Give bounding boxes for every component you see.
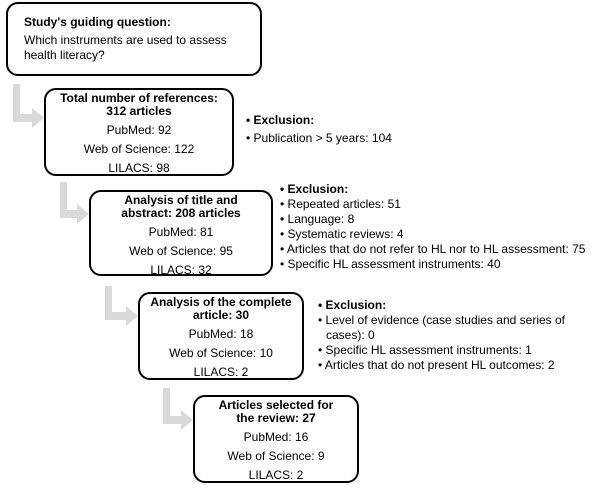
selected-articles-count: the review: 27 [236, 411, 316, 425]
exclusion-item: • Articles that do not refer to HL nor t… [280, 242, 586, 256]
source-web-of-science: Web of Science: 95 [129, 244, 233, 258]
selected-articles-box: Articles selected for the review: 27 Pub… [193, 395, 359, 483]
guiding-question-line: Which instruments are used to assess [24, 33, 227, 47]
title-abstract-analysis-box: Analysis of title and abstract: 208 arti… [89, 190, 273, 277]
exclusion-item: • Systematic reviews: 4 [280, 227, 404, 241]
source-lilacs: LILACS: 98 [108, 161, 170, 175]
exclusion-item: • Articles that do not present HL outcom… [318, 358, 555, 372]
guiding-question-title: Study's guiding question: [24, 15, 171, 29]
total-references-count: 312 articles [106, 104, 172, 118]
source-lilacs: LILACS: 32 [150, 263, 212, 277]
source-web-of-science: Web of Science: 10 [169, 346, 273, 360]
exclusion-heading: • Exclusion: [246, 113, 315, 127]
exclusion-list-2: • Exclusion: • Repeated articles: 51 • L… [280, 182, 598, 272]
complete-article-count: article: 30 [192, 308, 250, 322]
exclusion-list-3: • Exclusion: • Level of evidence (case s… [318, 298, 588, 373]
exclusion-item: • Repeated articles: 51 [280, 197, 401, 211]
exclusion-item: • Language: 8 [280, 212, 355, 226]
source-lilacs: LILACS: 2 [248, 468, 304, 482]
flow-arrow-1 [13, 84, 44, 128]
flow-arrow-4 [163, 388, 193, 430]
source-pubmed: PubMed: 16 [243, 430, 309, 444]
exclusion-heading: • Exclusion: [318, 298, 387, 312]
total-references-title: Total number of references: [60, 91, 218, 105]
source-web-of-science: Web of Science: 122 [83, 142, 195, 156]
source-pubmed: PubMed: 81 [148, 225, 214, 239]
exclusion-item: • Specific HL assessment instruments: 1 [318, 343, 532, 357]
complete-article-analysis-box: Analysis of the complete article: 30 Pub… [138, 292, 304, 380]
guiding-question-line: health literacy? [24, 48, 105, 62]
source-pubmed: PubMed: 18 [188, 327, 254, 341]
source-pubmed: PubMed: 92 [106, 123, 172, 137]
exclusion-item: • Level of evidence (case studies and se… [318, 313, 566, 342]
exclusion-heading: • Exclusion: [280, 182, 349, 196]
exclusion-item: • Specific HL assessment instruments: 40 [280, 257, 501, 271]
exclusion-list-1: • Exclusion: • Publication > 5 years: 10… [246, 111, 466, 147]
total-references-box: Total number of references: 312 articles… [44, 88, 234, 176]
exclusion-item: • Publication > 5 years: 104 [246, 131, 392, 145]
guiding-question-box: Study's guiding question: Which instrume… [6, 2, 262, 76]
title-abstract-count: abstract: 208 articles [121, 206, 241, 220]
flow-arrow-3 [105, 286, 138, 326]
complete-article-title: Analysis of the complete [150, 295, 292, 309]
title-abstract-title: Analysis of title and [124, 193, 238, 207]
flow-arrow-2 [60, 182, 89, 224]
source-lilacs: LILACS: 2 [193, 365, 249, 379]
selected-articles-title: Articles selected for [218, 398, 334, 412]
source-web-of-science: Web of Science: 9 [227, 449, 325, 463]
